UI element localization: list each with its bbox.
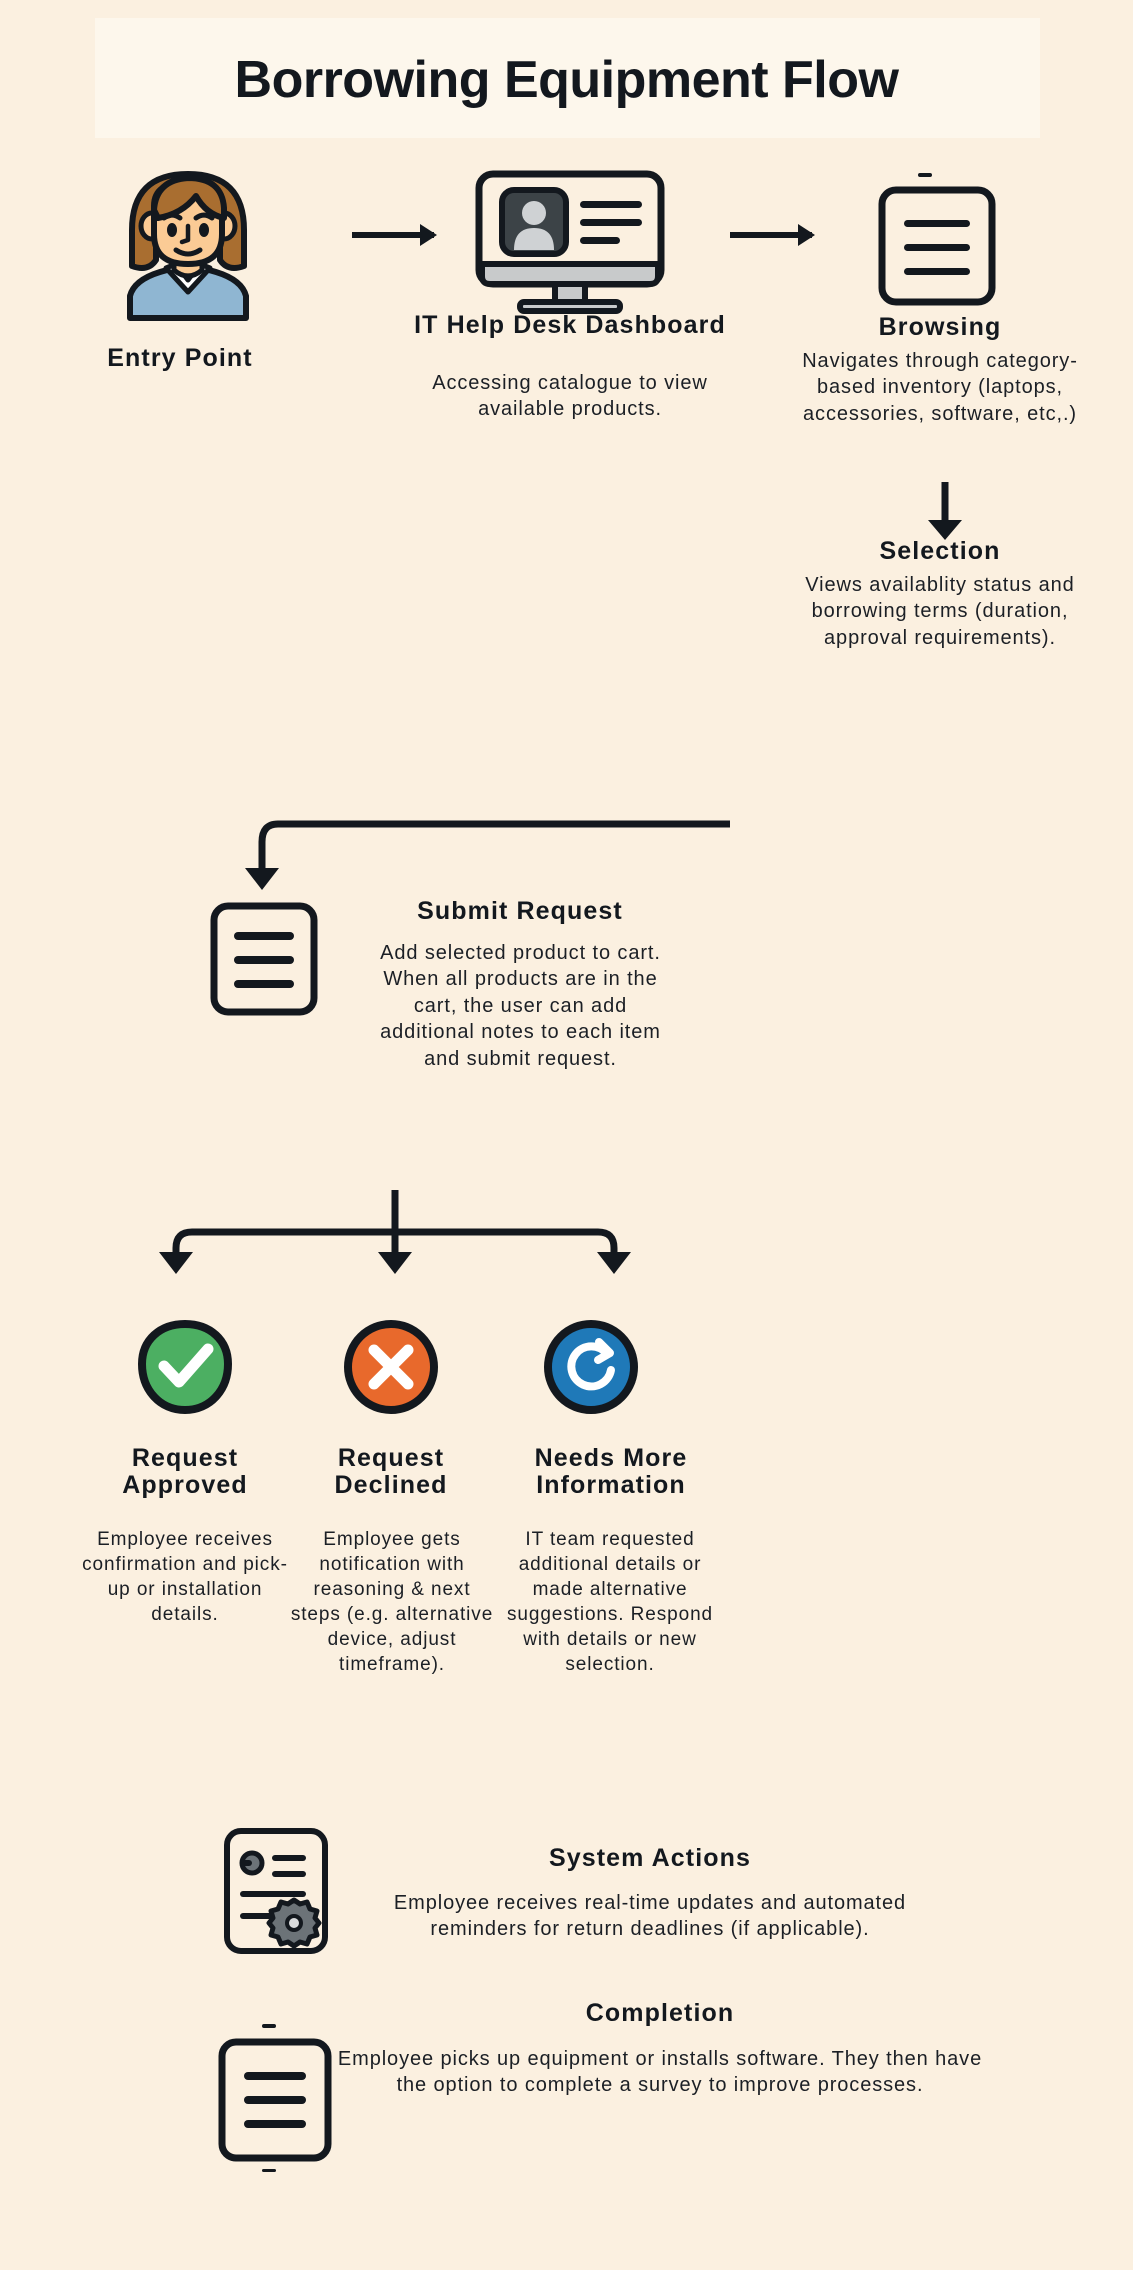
browsing-heading: Browsing <box>878 313 1002 341</box>
arrow-submit-to-outcomes <box>150 1190 640 1295</box>
document-lines-icon-completion <box>212 2022 342 2172</box>
system-actions-heading: System Actions <box>548 1844 752 1872</box>
document-gear-icon <box>218 1825 338 1960</box>
submit-request-heading: Submit Request <box>417 897 623 925</box>
arrow-browsing-to-selection <box>915 482 975 544</box>
document-lines-icon-submit <box>205 898 325 1028</box>
check-circle-icon <box>137 1319 233 1415</box>
submit-request-body: Add selected product to cart. When all p… <box>380 942 661 1070</box>
completion-body: Employee picks up equipment or installs … <box>337 2048 983 2097</box>
title-background-band <box>95 18 1040 138</box>
document-lines-icon-browsing <box>872 170 1002 320</box>
needs-more-information-body: IT team requested additional details or … <box>506 1529 713 1676</box>
page-title: Borrowing Equipment Flow <box>234 51 899 109</box>
arrow-selection-to-submit <box>240 818 730 904</box>
completion-heading: Completion <box>585 1999 735 2027</box>
desktop-monitor-icon <box>470 168 670 318</box>
request-declined-heading: Request Declined <box>334 1444 448 1499</box>
system-actions-body: Employee receives real-time updates and … <box>393 1892 907 1941</box>
request-approved-heading: Request Approved <box>122 1444 248 1499</box>
entry-point-heading: Entry Point <box>107 344 253 372</box>
request-declined-body: Employee gets notification with reasonin… <box>290 1529 494 1676</box>
arrow-entry-to-dashboard <box>352 232 434 238</box>
refresh-circle-icon <box>544 1320 638 1414</box>
selection-body: Views availablity status and borrowing t… <box>805 574 1075 649</box>
selection-heading: Selection <box>879 537 1001 565</box>
dashboard-body: Accessing catalogue to view available pr… <box>432 372 708 421</box>
request-approved-body: Employee receives confirmation and pick-… <box>82 1529 288 1626</box>
dashboard-heading: IT Help Desk Dashboard <box>414 311 726 339</box>
needs-more-information-heading: Needs More Information <box>534 1444 688 1499</box>
browsing-body: Navigates through category-based invento… <box>802 350 1078 425</box>
arrow-dashboard-to-browsing <box>730 232 812 238</box>
x-circle-icon <box>344 1320 438 1414</box>
person-avatar-illustration <box>88 168 288 321</box>
